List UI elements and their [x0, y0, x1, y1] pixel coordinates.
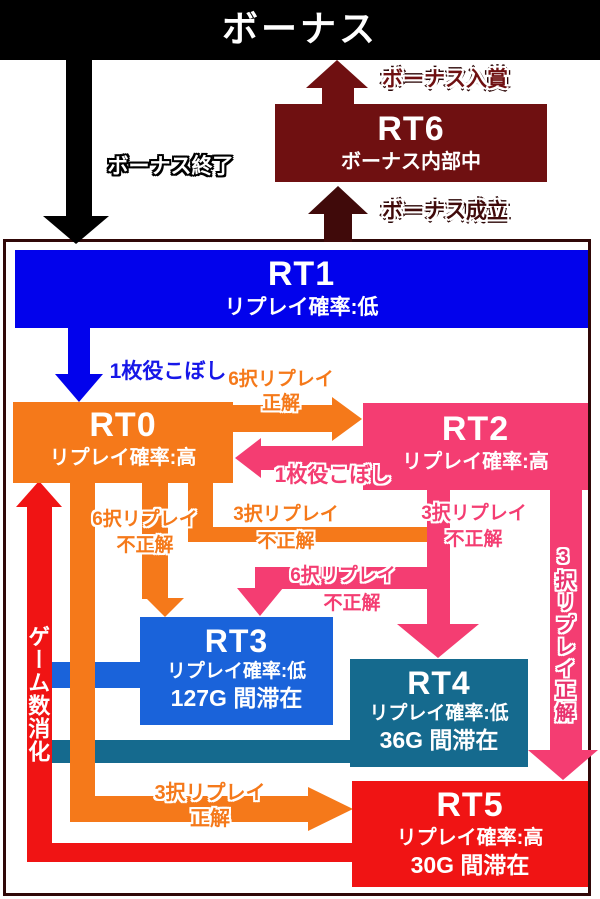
arrow-rt0-rt3-head [146, 598, 184, 617]
label-bonus-win: ボーナス入賞 [382, 68, 508, 91]
arrow-rt2-rt5-head [528, 750, 598, 780]
label-rt0-rt3-line1: 6択リプレイ [92, 509, 198, 530]
arrow-rt1-rt0-shaft [68, 328, 90, 376]
arrow-rt2-rt0-shaft [259, 446, 363, 470]
node-rt5-duration: 30G 間滞在 [410, 852, 530, 879]
path-rt2-rt5-vertical [550, 490, 582, 752]
label-rt0-rt5-line2: 正解 [190, 808, 230, 830]
node-rt5: RT5 リプレイ確率:高 30G 間滞在 [352, 781, 588, 887]
node-rt2: RT2 リプレイ確率:高 [363, 403, 588, 490]
label-rt0-rt3-line2: 不正解 [116, 535, 174, 556]
node-rt6-subtitle: ボーナス内部中 [341, 151, 481, 174]
path-game-count-vertical [27, 505, 52, 846]
node-rt3-subtitle: リプレイ確率:低 [166, 660, 307, 682]
arrow-rt2-rt3-head [237, 588, 283, 616]
path-rt0-rt4-horizontal [188, 527, 429, 542]
node-rt6: RT6 ボーナス内部中 [275, 104, 547, 182]
node-rt2-title: RT2 [441, 410, 510, 448]
path-rt0-rt5-vertical [70, 483, 95, 820]
node-rt3-title: RT3 [204, 623, 269, 659]
path-rt2-rt3-horizontal [255, 567, 450, 589]
node-rt1-subtitle: リプレイ確率:低 [224, 296, 379, 320]
node-rt5-subtitle: リプレイ確率:高 [396, 827, 544, 850]
path-rt2-rt4-vertical [427, 490, 450, 626]
node-rt3: RT3 リプレイ確率:低 127G 間滞在 [140, 617, 333, 725]
arrow-rt1-rt0-head [55, 374, 103, 402]
arrow-game-count-head [16, 481, 62, 507]
arrow-bonus-establish-head [308, 186, 368, 214]
label-rt1-rt0: 1枚役こぼし [109, 360, 227, 383]
arrow-rt2-rt0-head [235, 438, 261, 478]
arrow-rt2-rt4-head [397, 624, 479, 658]
header-bar: ボーナス [0, 0, 600, 60]
label-rt0-rt4-line1: 3択リプレイ [233, 504, 339, 525]
page-title: ボーナス [221, 8, 378, 49]
node-rt0-subtitle: リプレイ確率:高 [49, 447, 197, 470]
node-rt6-title: RT6 [377, 110, 445, 148]
node-rt4-duration: 36G 間滞在 [379, 727, 499, 754]
node-rt0-title: RT0 [89, 406, 157, 444]
label-bonus-establish: ボーナス成立 [382, 200, 508, 223]
node-rt2-subtitle: リプレイ確率:高 [402, 451, 549, 474]
label-rt2-rt0: 1枚役こぼし [274, 464, 392, 487]
node-rt0: RT0 リプレイ確率:高 [13, 402, 233, 483]
arrow-bonus-end-shaft [66, 58, 92, 218]
path-rt4-exit [47, 740, 350, 763]
arrow-bonus-win-head [306, 60, 368, 88]
path-rt0-rt5-horizontal [70, 796, 310, 822]
node-rt4-title: RT4 [407, 665, 471, 701]
path-rt5-exit [27, 843, 352, 862]
label-bonus-end: ボーナス終了 [107, 155, 234, 178]
arrow-rt0-rt2-head [332, 397, 362, 441]
arrow-bonus-establish-shaft [324, 212, 352, 242]
label-rt0-rt4-line2: 不正解 [257, 531, 315, 552]
label-game-count: ゲーム数消化 [25, 624, 51, 763]
label-rt2-rt4-line1: 3択リプレイ [421, 503, 527, 524]
node-rt5-title: RT5 [436, 786, 504, 824]
label-rt0-rt2-line1: 6択リプレイ [228, 369, 334, 390]
node-rt4: RT4 リプレイ確率:低 36G 間滞在 [350, 659, 528, 767]
node-rt3-duration: 127G 間滞在 [170, 685, 303, 712]
label-rt2-rt4-line2: 不正解 [445, 529, 503, 550]
label-rt0-rt5-line1: 3択リプレイ [154, 782, 266, 804]
arrow-rt0-rt2-shaft [233, 405, 332, 432]
diagram-frame [3, 239, 591, 896]
arrow-bonus-end-head [43, 216, 109, 244]
path-rt0-rt3-vertical [142, 483, 168, 599]
node-rt1-title: RT1 [267, 255, 336, 293]
node-rt4-subtitle: リプレイ確率:低 [369, 702, 509, 724]
label-rt0-rt2-line2: 正解 [261, 393, 300, 414]
label-rt2-rt5: 3択リプレイ正解 [552, 545, 574, 724]
node-rt1: RT1 リプレイ確率:低 [15, 250, 588, 328]
label-rt2-rt3-line2: 不正解 [323, 593, 381, 614]
arrow-rt0-rt5-head [308, 787, 353, 831]
label-rt2-rt3-line1: 6択リプレイ [290, 565, 396, 586]
arrow-bonus-win-shaft [322, 86, 354, 106]
